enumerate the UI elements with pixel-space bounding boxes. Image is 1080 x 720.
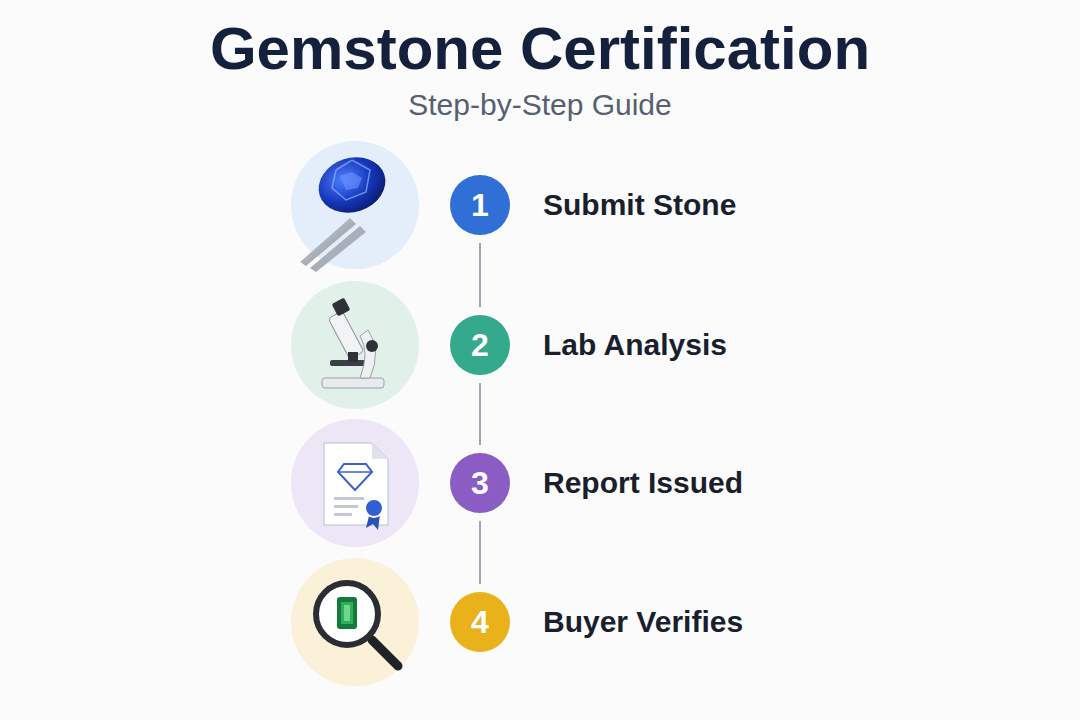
step-connector bbox=[480, 521, 481, 584]
sapphire-icon bbox=[300, 149, 393, 272]
step-label: Lab Analysis bbox=[543, 315, 727, 375]
step-number: 1 bbox=[450, 175, 510, 235]
diagram-title: Gemstone Certification bbox=[0, 14, 1080, 83]
step-number: 4 bbox=[450, 592, 510, 652]
step-connector bbox=[480, 383, 481, 445]
icon-circle bbox=[291, 558, 419, 686]
icon-circle bbox=[291, 419, 419, 547]
icon-circle bbox=[291, 141, 419, 269]
step-circle: 1Submit Stone bbox=[450, 175, 510, 235]
step-label: Submit Stone bbox=[543, 175, 736, 235]
icon-circle bbox=[291, 281, 419, 409]
step-number: 3 bbox=[450, 453, 510, 513]
step-label: Buyer Verifies bbox=[543, 592, 743, 652]
step-label: Report Issued bbox=[543, 453, 743, 513]
step-circle: 3Report Issued bbox=[450, 453, 510, 513]
magnifier-icon bbox=[316, 583, 398, 666]
step-circle: 4Buyer Verifies bbox=[450, 592, 510, 652]
step-connector bbox=[480, 243, 481, 307]
step-circle: 2Lab Analysis bbox=[450, 315, 510, 375]
report-icon bbox=[324, 443, 388, 530]
subtitle: Step-by-Step Guide bbox=[0, 88, 1080, 122]
step-number: 2 bbox=[450, 315, 510, 375]
microscope-icon bbox=[322, 298, 384, 388]
